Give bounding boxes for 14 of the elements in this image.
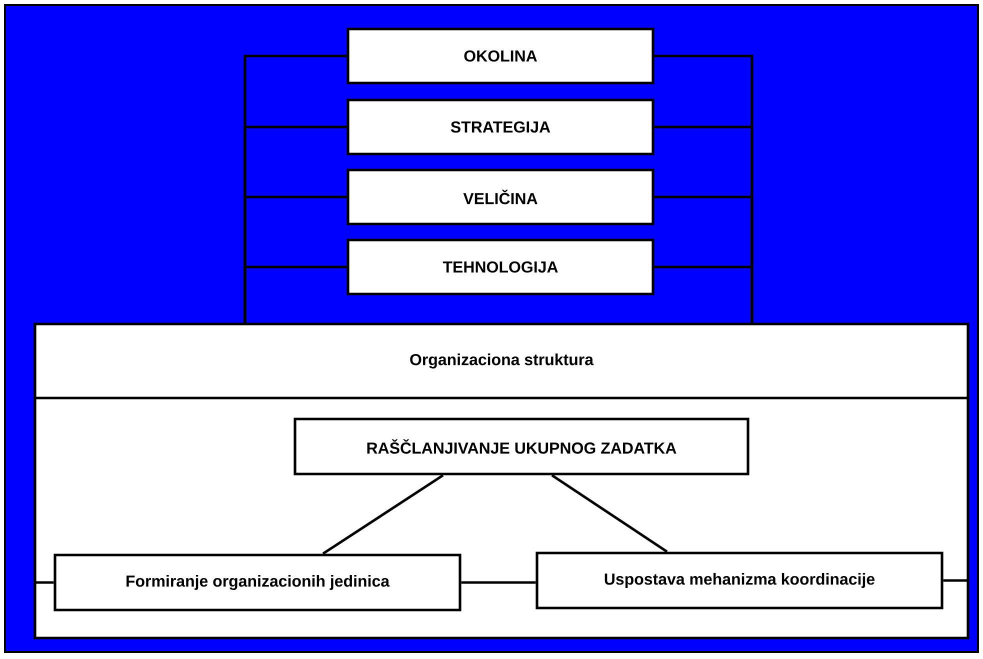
factor-box: TEHNOLOGIJA — [346, 238, 654, 296]
process-box: Uspostava mehanizma koordinacije — [536, 552, 944, 610]
connector-line — [461, 581, 536, 584]
connector-line — [322, 474, 444, 555]
process-box: RAŠČLANJIVANJE UKUPNOG ZADATKA — [294, 418, 750, 476]
process-box: Formiranje organizacionih jedinica — [54, 554, 462, 612]
factor-box: VELIČINA — [346, 168, 654, 226]
connector-line — [551, 474, 668, 553]
factor-box: STRATEGIJA — [346, 98, 654, 156]
connector-line — [34, 581, 54, 584]
connector-line — [943, 579, 970, 582]
connector-line — [244, 266, 347, 324]
connector-line — [654, 266, 754, 324]
factor-box: OKOLINA — [346, 28, 654, 84]
